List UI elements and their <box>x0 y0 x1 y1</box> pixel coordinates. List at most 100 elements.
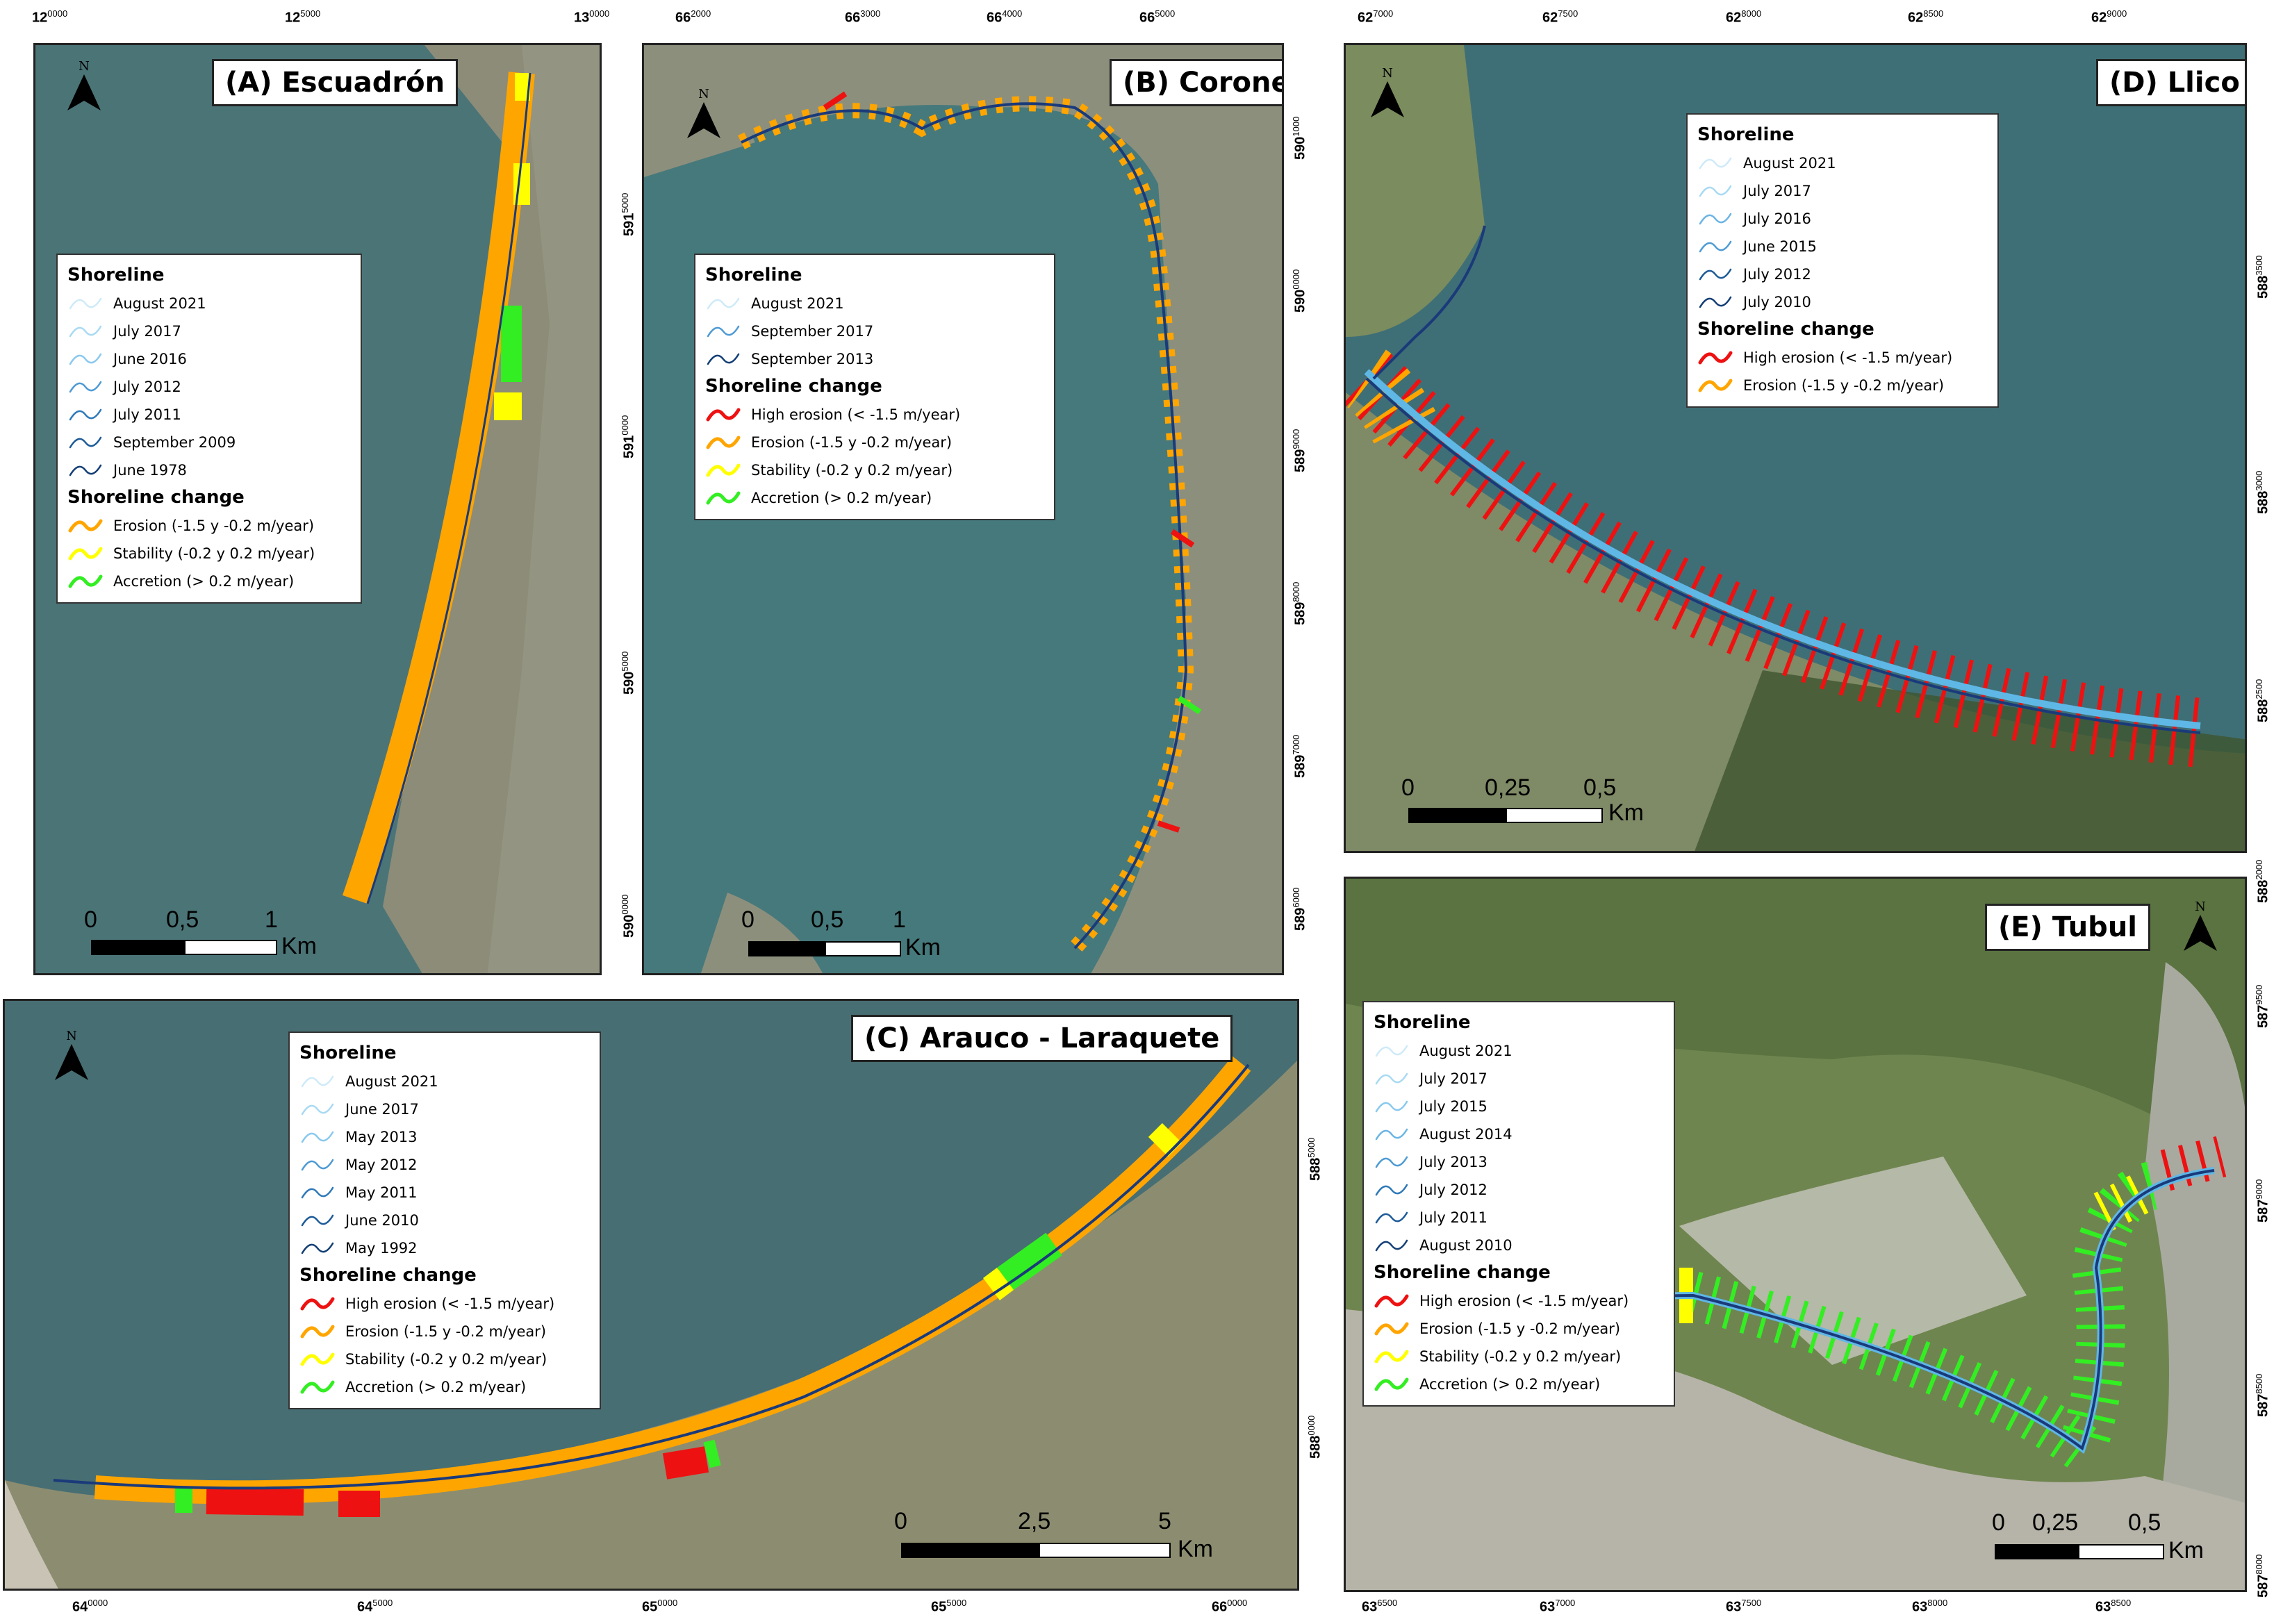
scale-label-max: 1 <box>893 906 906 933</box>
legend-shoreline-heading: Shoreline <box>1697 124 1795 145</box>
legend-shoreline-item: September 2009 <box>67 429 351 456</box>
coord-tick: 5896000 <box>1291 887 1308 931</box>
coord-tick: 5878500 <box>2254 1373 2271 1417</box>
legend-shoreline-item: August 2021 <box>1374 1037 1664 1065</box>
legend-shoreline-label: May 2012 <box>345 1157 418 1173</box>
coord-tick: 5898000 <box>1291 581 1308 625</box>
north-arrow-icon <box>2184 915 2217 951</box>
legend-change-item: Stability (-0.2 y 0.2 m/year) <box>67 540 351 567</box>
legend-shoreline-label: May 2011 <box>345 1184 418 1201</box>
legend-shoreline-item: August 2010 <box>1374 1232 1664 1259</box>
legend-change-item: Stability (-0.2 y 0.2 m/year) <box>1374 1343 1664 1370</box>
legend-shoreline-label: August 2021 <box>1743 155 1836 172</box>
scale-label-0: 0 <box>84 906 97 933</box>
coord-tick: 5900000 <box>620 894 637 938</box>
coord-tick: 628500 <box>1908 8 1944 26</box>
legend-change-item: Stability (-0.2 y 0.2 m/year) <box>299 1345 590 1373</box>
legend-shoreline-label: July 2011 <box>1419 1209 1487 1226</box>
legend-change-label: Stability (-0.2 y 0.2 m/year) <box>751 462 953 479</box>
legend-change-label: Accretion (> 0.2 m/year) <box>751 490 932 506</box>
legend-shoreline-label: July 2012 <box>1419 1182 1487 1198</box>
legend-shoreline-label: August 2021 <box>751 295 844 312</box>
coord-tick: 628000 <box>1726 8 1762 26</box>
legend-change-item: Erosion (-1.5 y -0.2 m/year) <box>1374 1315 1664 1343</box>
scale-label-max: 1 <box>265 906 278 933</box>
north-label: N <box>2195 900 2206 914</box>
legend-change-item: Erosion (-1.5 y -0.2 m/year) <box>67 512 351 540</box>
legend-shoreline-item: July 2016 <box>1697 205 1988 233</box>
scale-label-mid: 0,25 <box>2032 1509 2079 1536</box>
legend-shoreline-label: July 2012 <box>113 379 181 395</box>
legend-change-item: High erosion (< -1.5 m/year) <box>299 1290 590 1318</box>
legend-change-label: High erosion (< -1.5 m/year) <box>751 406 961 423</box>
legend-shoreline-item: July 2015 <box>1374 1093 1664 1120</box>
legend-change-item: High erosion (< -1.5 m/year) <box>1374 1287 1664 1315</box>
coord-tick: 665000 <box>1139 8 1176 26</box>
legend-shoreline-heading: Shoreline <box>1374 1012 1471 1033</box>
legend-change-label: Erosion (-1.5 y -0.2 m/year) <box>1419 1320 1621 1337</box>
legend-shoreline-label: May 2013 <box>345 1129 418 1145</box>
coord-tick: 655000 <box>931 1598 967 1615</box>
scale-bar: 0 0,5 1 Km <box>84 906 334 962</box>
coord-tick: 638500 <box>2095 1598 2132 1615</box>
legend-shoreline-label: June 2015 <box>1743 238 1817 255</box>
scale-label-0: 0 <box>894 1508 907 1534</box>
scale-bar: 0 0,25 0,5 Km <box>1992 1509 2242 1565</box>
legend-shoreline-label: May 1992 <box>345 1240 418 1257</box>
coord-tick: 5901000 <box>1291 116 1308 160</box>
coord-tick: 5897000 <box>1291 734 1308 778</box>
coord-tick: 636500 <box>1362 1598 1398 1615</box>
coord-tick: 5899000 <box>1291 429 1308 472</box>
legend-shoreline-label: July 2015 <box>1419 1098 1487 1115</box>
legend-change-heading: Shoreline change <box>299 1265 477 1286</box>
legend-shoreline-label: June 2010 <box>345 1212 419 1229</box>
coord-tick: 627000 <box>1358 8 1394 26</box>
legend-shoreline-heading: Shoreline <box>299 1043 397 1063</box>
legend-change-label: Erosion (-1.5 y -0.2 m/year) <box>345 1323 547 1340</box>
coord-tick: 663000 <box>845 8 881 26</box>
coord-tick: 5882000 <box>2254 859 2271 903</box>
legend-change-heading: Shoreline change <box>1697 319 1874 340</box>
coord-tick: 125000 <box>285 8 321 26</box>
legend-shoreline-label: July 2012 <box>1743 266 1811 283</box>
legend-shoreline-label: July 2011 <box>113 406 181 423</box>
coord-tick: 640000 <box>72 1598 108 1615</box>
legend-shoreline-item: June 2010 <box>299 1207 590 1234</box>
north-arrow-icon <box>67 74 101 110</box>
scale-label-mid: 2,5 <box>1018 1508 1051 1534</box>
legend-shoreline-label: July 2013 <box>1419 1154 1487 1170</box>
legend-change-heading: Shoreline change <box>705 376 882 397</box>
legend-change-label: Erosion (-1.5 y -0.2 m/year) <box>113 517 315 534</box>
legend-shoreline-item: May 2013 <box>299 1123 590 1151</box>
legend-shoreline-item: July 2010 <box>1697 288 1988 316</box>
legend-shoreline-item: September 2013 <box>705 345 1044 373</box>
legend-change-item: Erosion (-1.5 y -0.2 m/year) <box>299 1318 590 1345</box>
coord-tick: 5885000 <box>1306 1137 1324 1181</box>
north-arrow: N <box>63 59 105 115</box>
scale-bar: 0 2,5 5 Km <box>894 1508 1228 1564</box>
legend-shoreline-item: August 2021 <box>705 290 1044 317</box>
legend-shoreline-item: July 2012 <box>1374 1176 1664 1204</box>
legend-shoreline-item: July 2011 <box>1374 1204 1664 1232</box>
legend-shoreline-label: June 1978 <box>113 462 187 479</box>
north-arrow: N <box>2179 900 2221 955</box>
coord-tick: 627500 <box>1542 8 1579 26</box>
north-arrow: N <box>51 1029 92 1084</box>
scale-unit: Km <box>1608 799 1644 826</box>
legend-change-label: High erosion (< -1.5 m/year) <box>1743 349 1953 366</box>
scale-unit: Km <box>905 934 941 961</box>
scale-unit: Km <box>2168 1537 2204 1564</box>
coord-tick: 650000 <box>642 1598 678 1615</box>
coord-tick: 5883000 <box>2254 470 2271 514</box>
coord-tick: 662000 <box>675 8 711 26</box>
coord-tick: 5879000 <box>2254 1179 2271 1223</box>
legend-shoreline-label: July 2017 <box>1743 183 1811 199</box>
north-arrow-icon <box>55 1044 88 1080</box>
coord-tick: 5910000 <box>620 415 637 458</box>
legend-shoreline-item: June 2017 <box>299 1095 590 1123</box>
